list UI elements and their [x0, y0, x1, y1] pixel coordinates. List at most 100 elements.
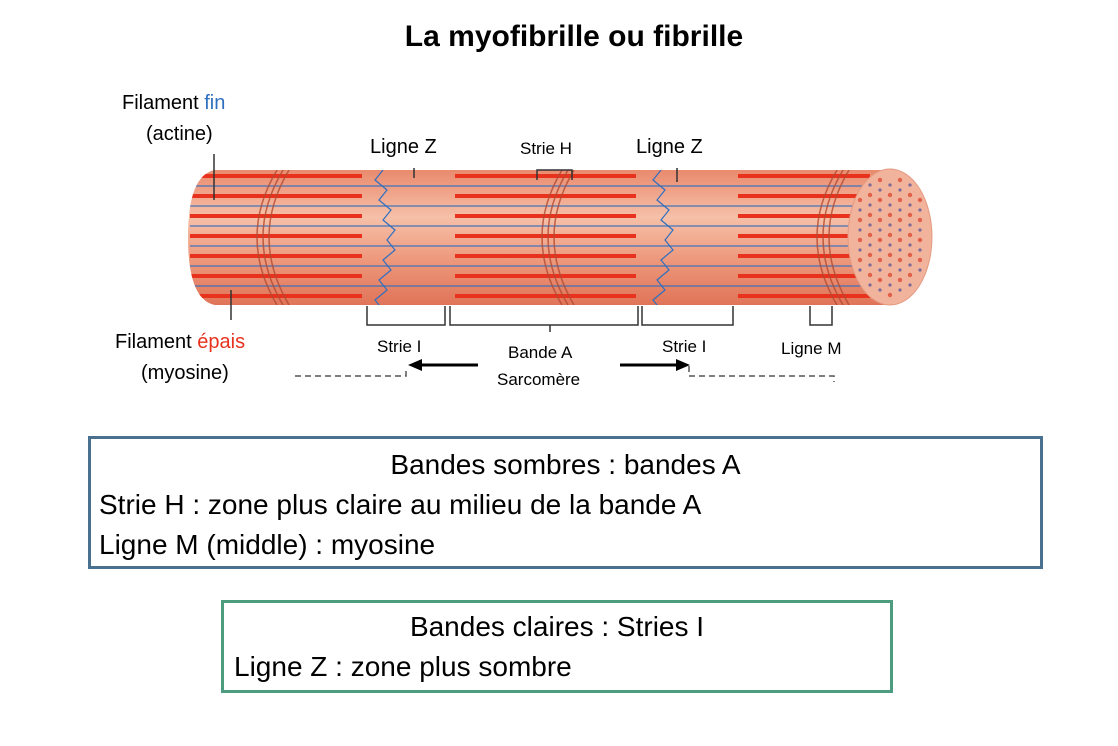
filament-cross-section-dot — [857, 217, 863, 223]
thick-filament-label: Filament épais — [115, 331, 245, 354]
filament-cross-section-dot — [877, 217, 883, 223]
filament-cross-section-dot — [897, 277, 903, 283]
filament-cross-section-dot — [878, 248, 882, 252]
light-bands-heading: Bandes claires : Stries I — [409, 611, 705, 642]
m-line — [541, 170, 563, 305]
filament-cross-section-dot — [887, 292, 893, 298]
filament-cross-section-dot — [898, 188, 902, 192]
filament-cross-section-dot — [897, 217, 903, 223]
filament-cross-section-dot — [907, 232, 913, 238]
filament-cross-section-dot — [918, 268, 922, 272]
sarcomere-dash-right — [688, 366, 835, 382]
filament-cross-section-dot — [907, 252, 913, 258]
filament-cross-section-dot — [897, 237, 903, 243]
filament-cross-section-dot — [868, 283, 872, 287]
m-line — [268, 170, 290, 305]
filament-cross-section-dot — [887, 192, 893, 198]
m-line — [256, 170, 278, 305]
i-band-left-bracket — [366, 306, 446, 326]
m-line-label: Ligne M — [781, 339, 842, 358]
filament-cross-section-dot — [918, 248, 922, 252]
h-zone-bracket — [536, 169, 573, 180]
filament-cross-section-dot — [897, 257, 903, 263]
a-band-bracket — [449, 306, 639, 332]
m-line — [553, 170, 575, 305]
filament-cross-section-dot — [897, 197, 903, 203]
filament-cross-section-dot — [908, 263, 912, 267]
h-zone-label: Strie H — [520, 139, 572, 158]
filament-cross-section-dot — [898, 228, 902, 232]
thin-filament-word: fin — [204, 92, 226, 114]
filament-cross-section-dot — [888, 183, 892, 187]
filament-cross-section-dot — [858, 248, 862, 252]
filament-cross-section-dot — [867, 252, 873, 258]
slide-title: La myofibrille ou fibrille — [404, 20, 744, 53]
filament-cross-section-dot — [918, 228, 922, 232]
filament-cross-section-dot — [857, 237, 863, 243]
filament-cross-section-dot — [857, 257, 863, 263]
z-line — [374, 170, 396, 305]
sarcomere-arrow-left — [408, 359, 478, 371]
filament-cross-section-dot — [898, 248, 902, 252]
filament-cross-section-dot — [877, 237, 883, 243]
i-band-left-label: Strie I — [377, 337, 422, 356]
filament-cross-section-dot — [877, 257, 883, 263]
filament-cross-section-dot — [917, 217, 923, 223]
thin-filament-prefix: Filament — [122, 92, 205, 114]
dark-bands-line2: Ligne M (middle) : myosine — [99, 529, 436, 560]
filament-cross-section-dot — [868, 183, 872, 187]
filament-cross-section-dot — [887, 232, 893, 238]
filament-cross-section-dot — [867, 192, 873, 198]
filament-cross-section-dot — [888, 203, 892, 207]
filament-cross-section-dot — [898, 288, 902, 292]
filament-cross-section-dot — [867, 272, 873, 278]
m-line — [828, 170, 850, 305]
filament-cross-section-dot — [888, 263, 892, 267]
filament-cross-section-dot — [917, 197, 923, 203]
filament-cross-section-dot — [888, 243, 892, 247]
filament-cross-section-dot — [918, 208, 922, 212]
filament-cross-section-dot — [878, 228, 882, 232]
m-line-bracket — [809, 306, 833, 326]
filament-cross-section-dot — [878, 208, 882, 212]
filament-cross-section-dot — [888, 283, 892, 287]
filament-cross-section-dot — [888, 223, 892, 227]
filament-cross-section-dot — [917, 237, 923, 243]
filament-cross-section-dot — [858, 268, 862, 272]
filament-cross-section-dot — [908, 283, 912, 287]
filament-cross-section-dot — [917, 257, 923, 263]
filament-cross-section-dot — [887, 212, 893, 218]
m-line — [822, 170, 844, 305]
filament-cross-section-dot — [877, 177, 883, 183]
thin-filament-label: Filament fin — [122, 92, 225, 115]
filament-cross-section-dot — [887, 252, 893, 258]
a-band-label: Bande A — [508, 343, 573, 362]
i-band-right-label: Strie I — [662, 337, 707, 356]
filament-cross-section-dot — [907, 272, 913, 278]
filament-cross-section-dot — [867, 232, 873, 238]
filament-cross-section-dot — [868, 263, 872, 267]
dark-bands-box: Bandes sombres : bandes A Strie H : zone… — [88, 436, 1043, 569]
filament-cross-section-dot — [868, 223, 872, 227]
filament-cross-section-dot — [887, 272, 893, 278]
filament-cross-section-dot — [858, 208, 862, 212]
filament-cross-section-dot — [908, 183, 912, 187]
thick-filament-sub: (myosine) — [141, 362, 229, 384]
filament-cross-section-dot — [878, 268, 882, 272]
thin-filament-sub: (actine) — [146, 123, 213, 145]
filament-cross-section-dot — [858, 228, 862, 232]
z-line-left-label: Ligne Z — [370, 136, 437, 158]
sarcomere-arrow-right — [620, 359, 690, 371]
sarcomere-label: Sarcomère — [497, 370, 581, 389]
filament-cross-section-dot — [898, 208, 902, 212]
filament-cross-section-dot — [908, 203, 912, 207]
filament-cross-section-dot — [897, 177, 903, 183]
sarcomere-dash-left — [295, 368, 407, 377]
filament-cross-section-dot — [908, 223, 912, 227]
filament-cross-section-dot — [868, 243, 872, 247]
thick-filament-prefix: Filament — [115, 331, 198, 353]
filament-cross-section-dot — [907, 192, 913, 198]
filament-cross-section-dot — [878, 188, 882, 192]
filament-cross-section-dot — [868, 203, 872, 207]
